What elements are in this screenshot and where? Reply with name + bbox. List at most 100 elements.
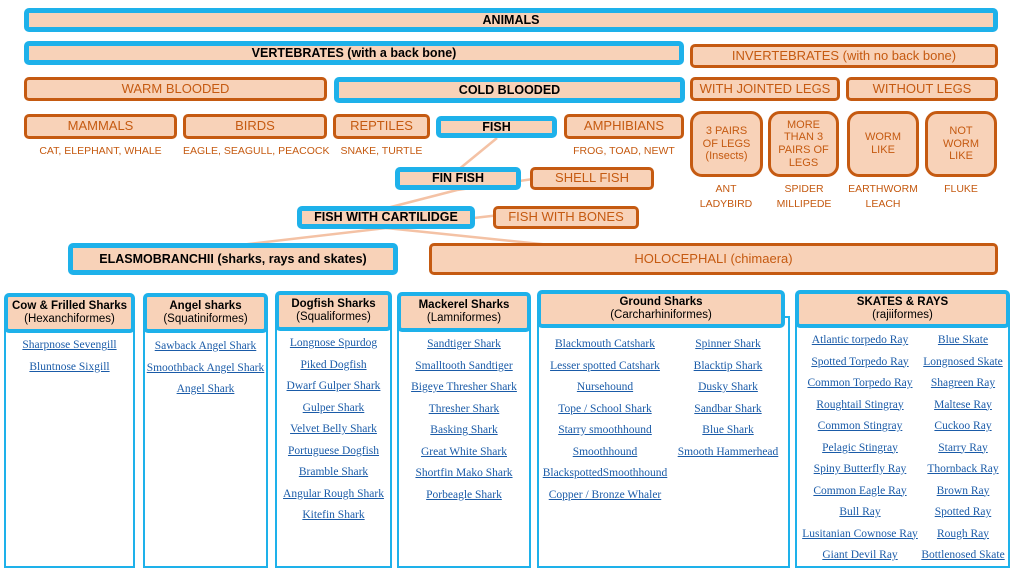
- vertebrates-box: VERTEBRATES (with a back bone): [24, 41, 684, 65]
- amphibians-label: AMPHIBIANS: [583, 118, 665, 134]
- species-link[interactable]: Kitefin Shark: [302, 509, 365, 521]
- species-link[interactable]: Dwarf Gulper Shark: [286, 380, 381, 392]
- species-link[interactable]: Gulper Shark: [302, 401, 365, 414]
- cold-blooded-label: COLD BLOODED: [458, 82, 561, 97]
- species-link[interactable]: Angular Rough Shark: [283, 487, 384, 500]
- species-link[interactable]: Nursehound: [576, 381, 634, 393]
- species-link[interactable]: Sandbar Shark: [694, 402, 762, 415]
- species-link[interactable]: Shagreen Ray: [930, 377, 996, 389]
- species-link[interactable]: Blue Skate: [937, 334, 989, 346]
- species-link[interactable]: Tope / School Shark: [558, 402, 652, 415]
- species-link[interactable]: Smooth Hammerhead: [677, 445, 779, 458]
- spider-box: MORE THAN 3 PAIRS OF LEGS: [768, 111, 839, 177]
- species-link[interactable]: Sandtiger Shark: [427, 338, 501, 350]
- species-link[interactable]: Smoothback Angel Shark: [146, 361, 265, 374]
- skates-rays-title: SKATES & RAYS: [856, 295, 949, 308]
- mackerel-list: Sandtiger Shark Smalltooth Sandtiger Big…: [397, 334, 531, 506]
- species-link[interactable]: Common Eagle Ray: [813, 484, 907, 497]
- species-link[interactable]: Brown Ray: [936, 484, 990, 497]
- birds-label: BIRDS: [235, 118, 275, 134]
- species-link[interactable]: Spotted Ray: [934, 506, 992, 518]
- mackerel-subtitle: (Lamniformes): [426, 312, 502, 324]
- species-link[interactable]: Bottlenosed Skate: [921, 549, 1005, 561]
- shell-fish-label: SHELL FISH: [555, 170, 629, 186]
- species-link[interactable]: Cuckoo Ray: [934, 420, 992, 432]
- worm-example-2: LEACH: [865, 197, 901, 210]
- cow-frilled-title: Cow & Frilled Sharks: [11, 299, 128, 312]
- species-link[interactable]: Dusky Shark: [698, 381, 758, 393]
- fish-cartilidge-box: FISH WITH CARTILIDGE: [297, 206, 475, 229]
- species-link[interactable]: Bull Ray: [839, 506, 881, 518]
- species-link[interactable]: Bramble Shark: [298, 466, 369, 478]
- species-link[interactable]: Blacktip Shark: [693, 359, 763, 372]
- species-link[interactable]: Common Torpedo Ray: [807, 377, 913, 389]
- species-link[interactable]: Sawback Angel Shark: [154, 340, 257, 352]
- insects-box: 3 PAIRS OF LEGS (Insects): [690, 111, 763, 177]
- species-link[interactable]: Bigeye Thresher Shark: [411, 381, 517, 393]
- species-link[interactable]: Angel Shark: [176, 383, 235, 395]
- angel-sharks-header: Angel sharks(Squatiniformes): [143, 293, 268, 333]
- species-link[interactable]: Shortfin Mako Shark: [415, 467, 513, 479]
- fish-box: FISH: [436, 116, 557, 138]
- animals-box: ANIMALS: [24, 8, 998, 32]
- species-link[interactable]: Spinner Shark: [695, 338, 761, 350]
- species-link[interactable]: Portuguese Dogfish: [287, 444, 380, 457]
- species-link[interactable]: Copper / Bronze Whaler: [548, 488, 662, 501]
- worm-box: WORM LIKE: [847, 111, 919, 177]
- species-link[interactable]: Rough Ray: [936, 527, 990, 540]
- species-link[interactable]: BlackspottedSmoothhound: [542, 467, 668, 479]
- species-link[interactable]: Common Stingray: [817, 420, 903, 432]
- species-link[interactable]: Basking Shark: [430, 424, 498, 436]
- species-link[interactable]: Lusitanian Cownose Ray: [802, 527, 918, 540]
- mammals-examples: CAT, ELEPHANT, WHALE: [39, 145, 162, 157]
- species-link[interactable]: Starry smoothhound: [558, 424, 652, 436]
- species-link[interactable]: Blue Shark: [702, 424, 754, 436]
- skates-rays-subtitle: (rajiiformes): [872, 309, 933, 321]
- species-link[interactable]: Velvet Belly Shark: [290, 423, 377, 435]
- reptiles-label: REPTILES: [350, 118, 413, 134]
- dogfish-panel: [275, 316, 392, 568]
- species-link[interactable]: Thornback Ray: [927, 463, 999, 475]
- reptiles-box: REPTILES: [333, 114, 430, 139]
- species-link[interactable]: Blackmouth Catshark: [555, 338, 655, 350]
- species-link[interactable]: Porbeagle Shark: [426, 488, 502, 501]
- species-link[interactable]: Roughtail Stingray: [816, 398, 904, 411]
- species-link[interactable]: Smalltooth Sandtiger: [415, 359, 513, 372]
- elasmobranchii-label: ELASMOBRANCHII (sharks, rays and skates): [99, 251, 367, 266]
- jointed-legs-label: WITH JOINTED LEGS: [699, 80, 831, 96]
- species-link[interactable]: Smoothhound: [572, 445, 638, 458]
- spider-label: MORE THAN 3 PAIRS OF LEGS: [778, 118, 829, 169]
- species-link[interactable]: Sharpnose Sevengill: [22, 339, 117, 351]
- species-link[interactable]: Piked Dogfish: [300, 358, 367, 371]
- fin-fish-label: FIN FISH: [431, 171, 485, 186]
- mammals-label: MAMMALS: [67, 118, 134, 134]
- angel-sharks-list: Sawback Angel Shark Smoothback Angel Sha…: [143, 336, 268, 401]
- fish-cartilidge-label: FISH WITH CARTILIDGE: [314, 210, 458, 225]
- species-link[interactable]: Lesser spotted Catshark: [550, 359, 660, 372]
- species-link[interactable]: Maltese Ray: [934, 398, 992, 411]
- species-link[interactable]: Pelagic Stingray: [822, 441, 898, 454]
- species-link[interactable]: Bluntnose Sixgill: [29, 360, 110, 373]
- species-link[interactable]: Longnosed Skate: [923, 355, 1003, 368]
- ground-sharks-subtitle: (Carcharhiniformes): [610, 309, 712, 321]
- not-worm-label: NOT WORM LIKE: [942, 125, 980, 163]
- species-link[interactable]: Giant Devil Ray: [822, 549, 898, 561]
- not-worm-example-1: FLUKE: [944, 183, 978, 195]
- cow-frilled-header: Cow & Frilled Sharks(Hexanchiformes): [4, 293, 135, 333]
- mackerel-header: Mackerel Sharks(Lamniformes): [397, 292, 531, 332]
- insects-example-2: LADYBIRD: [699, 197, 753, 210]
- mackerel-panel: [397, 316, 531, 568]
- insects-label: 3 PAIRS OF LEGS (Insects): [702, 125, 751, 163]
- species-link[interactable]: Spotted Torpedo Ray: [811, 355, 909, 368]
- species-link[interactable]: Atlantic torpedo Ray: [811, 334, 909, 346]
- species-link[interactable]: Starry Ray: [938, 441, 988, 454]
- worm-label: WORM LIKE: [864, 131, 902, 156]
- dogfish-subtitle: (Squaliformes): [296, 311, 371, 323]
- species-link[interactable]: Spiny Butterfly Ray: [813, 463, 907, 475]
- species-link[interactable]: Longnose Spurdog: [289, 337, 378, 349]
- warm-blooded-box: WARM BLOODED: [24, 77, 327, 101]
- mackerel-title: Mackerel Sharks: [418, 298, 510, 311]
- species-link[interactable]: Thresher Shark: [428, 402, 500, 415]
- warm-blooded-label: WARM BLOODED: [121, 80, 230, 96]
- species-link[interactable]: Great White Shark: [420, 445, 507, 458]
